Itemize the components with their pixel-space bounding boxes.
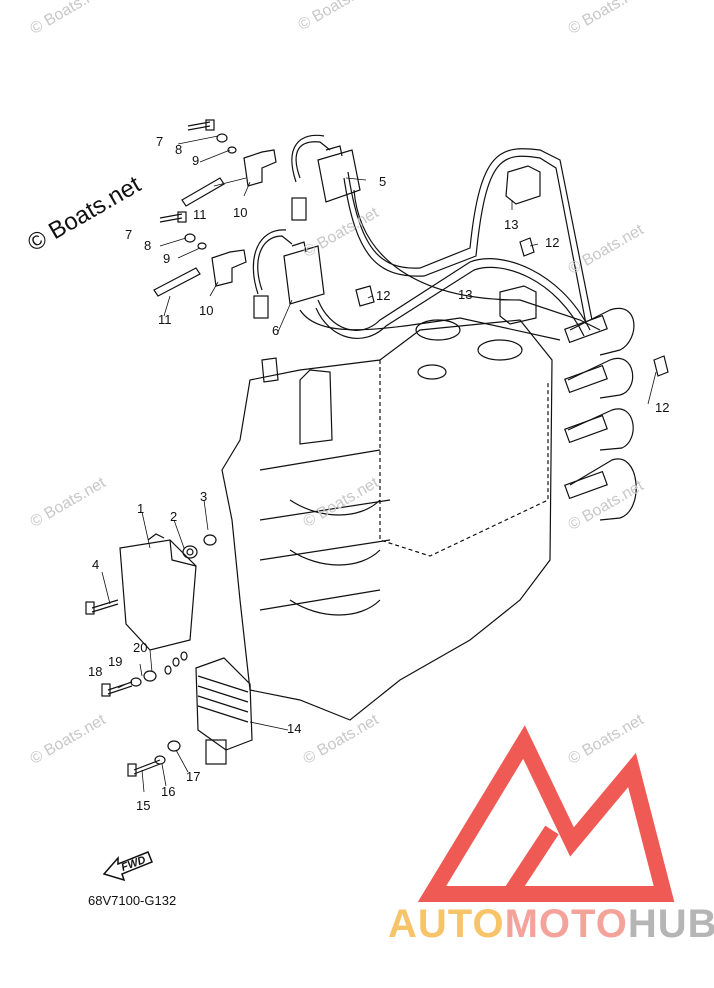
coil-wire-upper bbox=[295, 141, 331, 179]
callout-16: 16 bbox=[161, 784, 176, 799]
bracket-10-upper bbox=[243, 149, 277, 187]
cdi-unit bbox=[119, 533, 197, 651]
callout-7-lower: 7 bbox=[125, 227, 133, 242]
callout-17: 17 bbox=[186, 769, 201, 784]
plug-cap-4 bbox=[564, 470, 608, 500]
brand-logo-text: AUTOMOTOHUB bbox=[388, 902, 714, 947]
callout-5: 5 bbox=[379, 174, 387, 189]
strap-11-lower bbox=[153, 267, 201, 297]
callout-13-b: 13 bbox=[458, 287, 473, 302]
bolt-18 bbox=[101, 681, 133, 697]
holder-13-b bbox=[499, 285, 537, 325]
washer-16 bbox=[154, 755, 166, 765]
callout-10-upper: 10 bbox=[233, 205, 248, 220]
plug-cap-2 bbox=[564, 364, 608, 394]
callout-12-b: 12 bbox=[376, 288, 391, 303]
ignition-coil-upper bbox=[291, 145, 361, 221]
callout-9-lower: 9 bbox=[163, 251, 171, 266]
brand-auto: AUTO bbox=[388, 902, 505, 946]
leader-lines bbox=[101, 135, 657, 793]
collar-3 bbox=[203, 534, 217, 546]
plug-cap-loop-2 bbox=[567, 357, 634, 399]
callout-11-lower: 11 bbox=[158, 312, 172, 327]
callout-2: 2 bbox=[170, 509, 178, 524]
callout-7-upper: 7 bbox=[156, 134, 164, 149]
callout-19: 19 bbox=[108, 654, 123, 669]
callout-3: 3 bbox=[200, 489, 208, 504]
washer-19 bbox=[130, 677, 142, 687]
callout-11-upper: 11 bbox=[193, 207, 207, 222]
callout-15: 15 bbox=[136, 798, 151, 813]
bolt-7-lower bbox=[159, 211, 187, 223]
brand-hub: HUB bbox=[627, 902, 714, 946]
plug-lead-1 bbox=[347, 148, 593, 321]
bolt-15 bbox=[127, 759, 161, 777]
coil-wire-lower bbox=[257, 235, 293, 291]
plug-cap-1 bbox=[564, 314, 608, 344]
washer-17 bbox=[167, 740, 181, 752]
callout-18: 18 bbox=[88, 664, 103, 679]
clip-12-b bbox=[355, 285, 375, 307]
callout-8-lower: 8 bbox=[144, 238, 152, 253]
clip-12-c bbox=[653, 355, 669, 377]
plug-cap-loop-4 bbox=[569, 458, 637, 521]
callout-12-a: 12 bbox=[545, 235, 560, 250]
callout-20: 20 bbox=[133, 640, 148, 655]
fwd-arrow bbox=[102, 851, 153, 882]
callout-12-c: 12 bbox=[655, 400, 670, 415]
plug-cap-loop-3 bbox=[567, 408, 634, 451]
plug-lead-2 bbox=[317, 258, 591, 331]
bracket-10-lower bbox=[211, 249, 247, 287]
callout-13-a: 13 bbox=[504, 217, 519, 232]
rectifier-regulator bbox=[195, 657, 253, 765]
callout-1: 1 bbox=[137, 501, 145, 516]
washer-20 bbox=[143, 670, 157, 682]
engine-block bbox=[221, 319, 553, 721]
washer-8-upper bbox=[216, 133, 228, 143]
plug-cap-3 bbox=[564, 414, 608, 444]
bolt-7-upper bbox=[187, 119, 215, 131]
plug-lead-4 bbox=[299, 309, 561, 341]
strap-11-upper bbox=[181, 177, 225, 207]
callout-14: 14 bbox=[287, 721, 302, 736]
grommet-2 bbox=[182, 545, 198, 559]
terminal-washers bbox=[164, 651, 188, 675]
holder-13-a bbox=[505, 165, 541, 205]
callout-8-upper: 8 bbox=[175, 142, 183, 157]
logo-triangles bbox=[417, 725, 675, 902]
washer-9-lower bbox=[197, 242, 207, 250]
callout-9-upper: 9 bbox=[192, 153, 200, 168]
brand-moto: MOTO bbox=[504, 902, 628, 946]
callout-6: 6 bbox=[272, 323, 280, 338]
diagram-code: 68V7100-G132 bbox=[88, 893, 177, 908]
callout-10-lower: 10 bbox=[199, 303, 214, 318]
washer-8-lower bbox=[184, 233, 196, 243]
washer-9-upper bbox=[227, 146, 237, 154]
plug-cap-loop-1 bbox=[569, 307, 635, 356]
clip-12-a bbox=[519, 237, 535, 257]
callout-4: 4 bbox=[92, 557, 100, 572]
ignition-coil-lower bbox=[253, 241, 325, 319]
bolt-4 bbox=[85, 599, 119, 615]
